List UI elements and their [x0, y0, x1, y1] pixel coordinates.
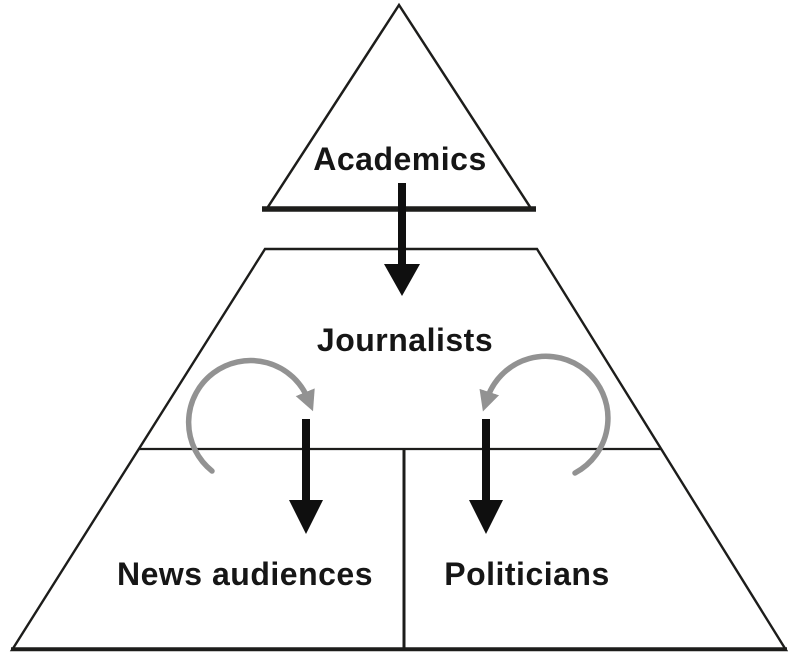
tier-labels: Academics Journalists News audiences Pol…: [117, 141, 610, 592]
down-arrow-tier1-to-tier2-icon: [384, 183, 420, 296]
flow-arrows: [289, 183, 503, 534]
tier3-right-label: Politicians: [444, 556, 610, 592]
tier1-label: Academics: [313, 141, 486, 177]
loop-arrow-right-icon: [479, 353, 611, 476]
tier3-left-label: News audiences: [117, 556, 373, 592]
top-pyramid-section: [262, 2, 536, 212]
arrow-head: [289, 500, 323, 534]
down-arrow-tier2-to-right-icon: [469, 419, 503, 534]
loop-arrow-left-icon: [185, 357, 315, 474]
triangle-outline: [263, 2, 535, 212]
arrow-head: [384, 264, 420, 296]
lower-pyramid-section: [9, 247, 789, 652]
feedback-loops: [185, 353, 611, 476]
tier2-label: Journalists: [317, 322, 493, 358]
arrow-head: [469, 500, 503, 534]
down-arrow-tier2-to-left-icon: [289, 419, 323, 534]
